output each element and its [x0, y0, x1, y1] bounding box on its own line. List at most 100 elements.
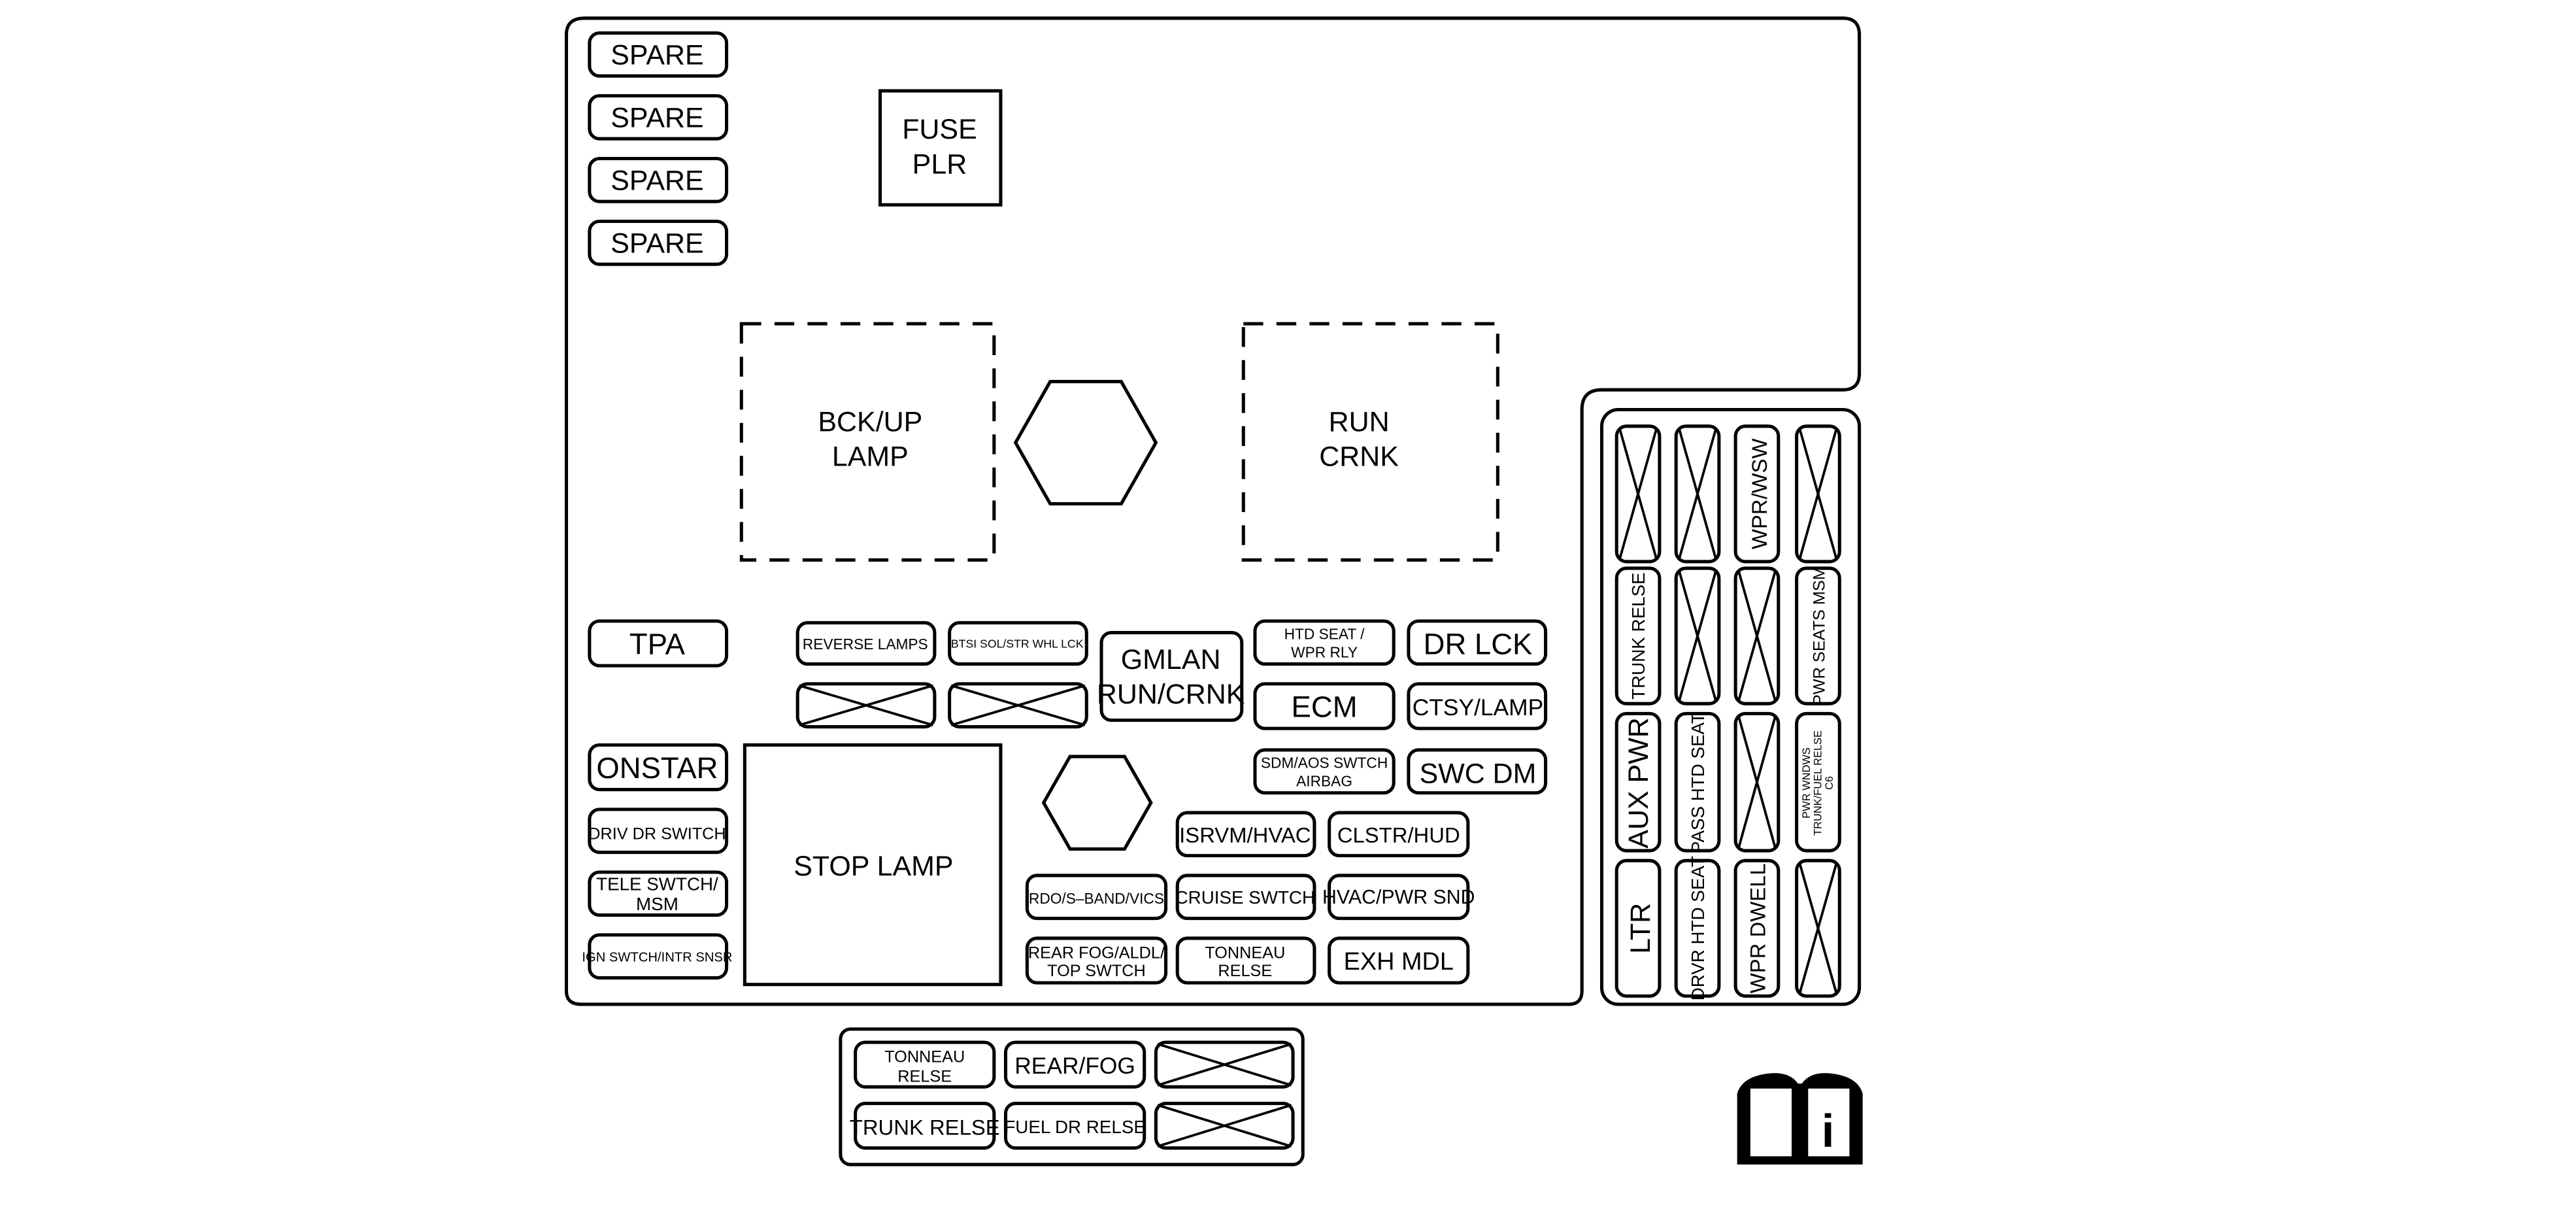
right-empty-slot-6	[1733, 711, 1781, 853]
rear-fog-aldl-fuse	[1025, 936, 1168, 985]
reverse-lamps-label: REVERSE LAMPS	[803, 636, 928, 653]
gmlan-label-1: GMLAN	[1121, 644, 1221, 675]
pwr-windows-fuse	[1795, 711, 1841, 853]
pwr-windows-label-1: PWR WNDWS	[1801, 747, 1813, 819]
sdm-label-1: SDM/AOS SWTCH	[1261, 755, 1388, 772]
hvac-pwr-snd-fuse	[1328, 874, 1470, 921]
stop-lamp-relay	[743, 743, 1003, 987]
right-slot-6-cross-2	[1737, 716, 1777, 848]
bottom-empty-slot-2	[1154, 1102, 1295, 1150]
right-empty-slot-3	[1795, 424, 1841, 564]
btsi-label: BTSI SOL/STR WHL LCK	[951, 637, 1084, 650]
swc-dm-label: SWC DM	[1420, 758, 1537, 789]
spare-label-1: SPARE	[611, 40, 703, 71]
ctsy-lamp-fuse	[1407, 682, 1548, 730]
right-slot-4-cross-2	[1678, 571, 1717, 701]
htd-seat-wpr-rly-fuse	[1253, 619, 1396, 666]
spare-label-4: SPARE	[611, 228, 703, 260]
owner-manual-info-icon: i	[1737, 1073, 1863, 1165]
clstr-hud-fuse	[1328, 811, 1470, 858]
bckup-lamp-label-1: BCK/UP	[818, 406, 922, 437]
pwr-windows-label-3: C6	[1824, 776, 1835, 790]
onstar-label: ONSTAR	[596, 751, 718, 785]
onstar-fuse	[588, 743, 729, 792]
tpa-label: TPA	[629, 627, 686, 660]
wpr-dwell-fuse	[1733, 858, 1781, 998]
right-slot-7-cross-2	[1798, 863, 1838, 993]
right-slot-2-cross-2	[1678, 429, 1717, 559]
aux-pwr-fuse	[1614, 711, 1662, 853]
isrvm-hvac-fuse	[1175, 811, 1316, 858]
driv-dr-switch-label: DRIV DR SWITCH	[588, 824, 726, 843]
exh-mdl-label: EXH MDL	[1344, 948, 1454, 976]
ecm-label: ECM	[1292, 690, 1358, 723]
empty-slot-a-cross-2	[799, 684, 933, 726]
gmlan-run-crnk-fuse	[1099, 631, 1244, 722]
htd-seat-label-1: HTD SEAT /	[1284, 626, 1365, 643]
rdo-sband-fuse	[1025, 874, 1168, 921]
tonneau-label-1: TONNEAU	[1205, 944, 1285, 962]
fuel-dr-relse-label: FUEL DR RELSE	[1004, 1117, 1146, 1137]
rear-fog-label: REAR/FOG	[1014, 1053, 1135, 1079]
right-empty-slot-7	[1795, 858, 1841, 998]
bottom-trunk-relse-fuse	[854, 1102, 996, 1150]
wpr-wsw-label: WPR/WSW	[1747, 439, 1771, 550]
hvac-pwr-label: HVAC/PWR SND	[1322, 887, 1475, 908]
bottom-fuse-block	[839, 1027, 1305, 1166]
run-crnk-relay	[1241, 322, 1499, 562]
run-crnk-label-2: CRNK	[1319, 441, 1399, 472]
fuse-puller-label-2: PLR	[912, 148, 967, 180]
wpr-dwell-label: WPR DWELL	[1746, 863, 1770, 993]
dr-lck-label: DR LCK	[1424, 627, 1533, 660]
bottom-slot-2-cross-2	[1157, 1104, 1292, 1148]
stop-lamp-label: STOP LAMP	[794, 851, 953, 882]
reverse-lamps-fuse	[795, 620, 937, 666]
bckup-lamp-label-2: LAMP	[832, 441, 909, 472]
mounting-hexagon-small	[1041, 755, 1153, 851]
empty-slot-b-cross-2	[950, 684, 1086, 726]
right-empty-slot-4	[1674, 566, 1721, 706]
trunk-relse-label: TRUNK RELSE	[1628, 572, 1648, 699]
clstr-label: CLSTR/HUD	[1337, 823, 1460, 847]
tele-swtch-fuse	[588, 870, 729, 917]
empty-fuse-slot-b	[948, 682, 1088, 729]
rear-fog-fuse	[1003, 1040, 1146, 1089]
fuse-block-outline	[564, 16, 1862, 1006]
dr-lck-fuse	[1407, 619, 1548, 666]
spare-fuse-4	[588, 220, 729, 266]
right-slot-5-cross-2	[1737, 571, 1777, 701]
tonneau-label-2: RELSE	[1218, 962, 1272, 980]
spare-fuse-1	[588, 31, 729, 78]
bottom-trunk-relse-label: TRUNK RELSE	[850, 1115, 1000, 1140]
sdm-aos-fuse	[1253, 748, 1396, 795]
tpa-fuse	[588, 619, 729, 668]
drvr-htd-seat-label: DRVR HTD SEAT	[1688, 856, 1708, 1000]
pass-htd-seat-label: PASS HTD SEAT	[1688, 713, 1708, 853]
wpr-wsw-fuse	[1733, 424, 1781, 564]
swc-dm-fuse	[1407, 748, 1548, 795]
aux-pwr-label: AUX PWR	[1623, 717, 1654, 848]
btsi-fuse	[948, 620, 1088, 666]
bottom-tonneau-label-2: RELSE	[897, 1068, 952, 1086]
ltr-fuse	[1614, 858, 1662, 998]
cruise-swtch-fuse	[1175, 874, 1316, 921]
rear-fog-aldl-label-2: TOP SWTCH	[1047, 962, 1146, 980]
info-letter: i	[1822, 1104, 1835, 1156]
ign-swtch-label: IGN SWTCH/INTR SNSR	[582, 950, 732, 964]
fuel-dr-relse-fuse	[1003, 1102, 1146, 1150]
right-empty-slot-5	[1733, 566, 1781, 706]
bottom-empty-slot-1	[1154, 1040, 1295, 1089]
ign-swtch-fuse	[588, 933, 729, 980]
driv-dr-switch-fuse	[588, 808, 729, 855]
ltr-label: LTR	[1625, 903, 1656, 954]
bottom-tonneau-relse-fuse	[854, 1040, 996, 1089]
cruise-label: CRUISE SWTCH	[1175, 887, 1315, 908]
run-crnk-label-1: RUN	[1329, 406, 1390, 437]
fuse-puller-label-1: FUSE	[902, 114, 977, 145]
tele-swtch-label-1: TELE SWTCH/	[596, 874, 718, 894]
right-empty-slot-2	[1674, 424, 1721, 564]
rdo-label: RDO/S–BAND/VICS	[1029, 890, 1164, 907]
fuse-puller	[878, 89, 1003, 207]
sdm-label-2: AIRBAG	[1296, 773, 1352, 790]
